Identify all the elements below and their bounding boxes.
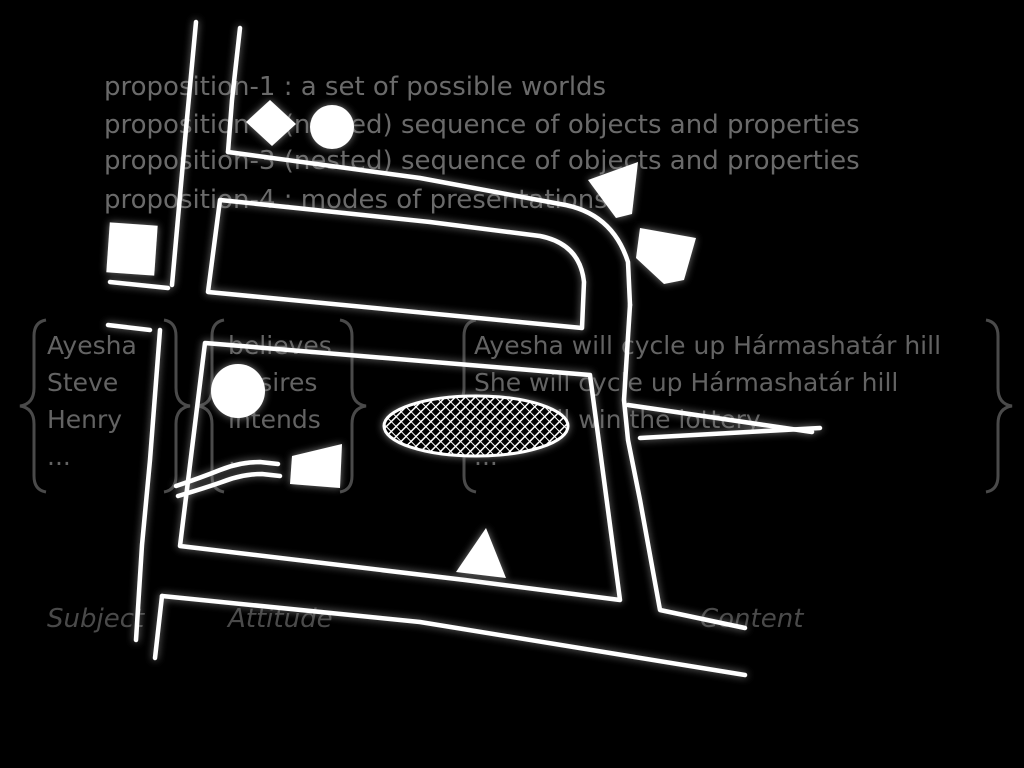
diamond-icon <box>246 100 296 146</box>
arrow-icon <box>290 444 342 488</box>
pentagon-icon <box>636 228 696 284</box>
road-curve-outer <box>624 305 745 628</box>
road-left-lower-outer <box>136 330 160 640</box>
road-mid-upper <box>108 325 150 330</box>
road-top-right <box>228 152 630 305</box>
triangle-icon <box>456 528 506 578</box>
square-icon <box>106 222 157 275</box>
circle-icon <box>310 105 354 149</box>
ellipse-hatched-icon <box>384 396 568 456</box>
road-left-inner-top <box>228 28 240 152</box>
arrow-icon <box>588 162 638 218</box>
road-left-outer <box>172 22 196 285</box>
block-top-inner <box>208 200 584 328</box>
road-mid-lower <box>110 282 168 288</box>
road-left-lower-bottom <box>155 596 162 658</box>
road-right-stub-2 <box>640 428 820 438</box>
circle-icon <box>211 364 265 418</box>
